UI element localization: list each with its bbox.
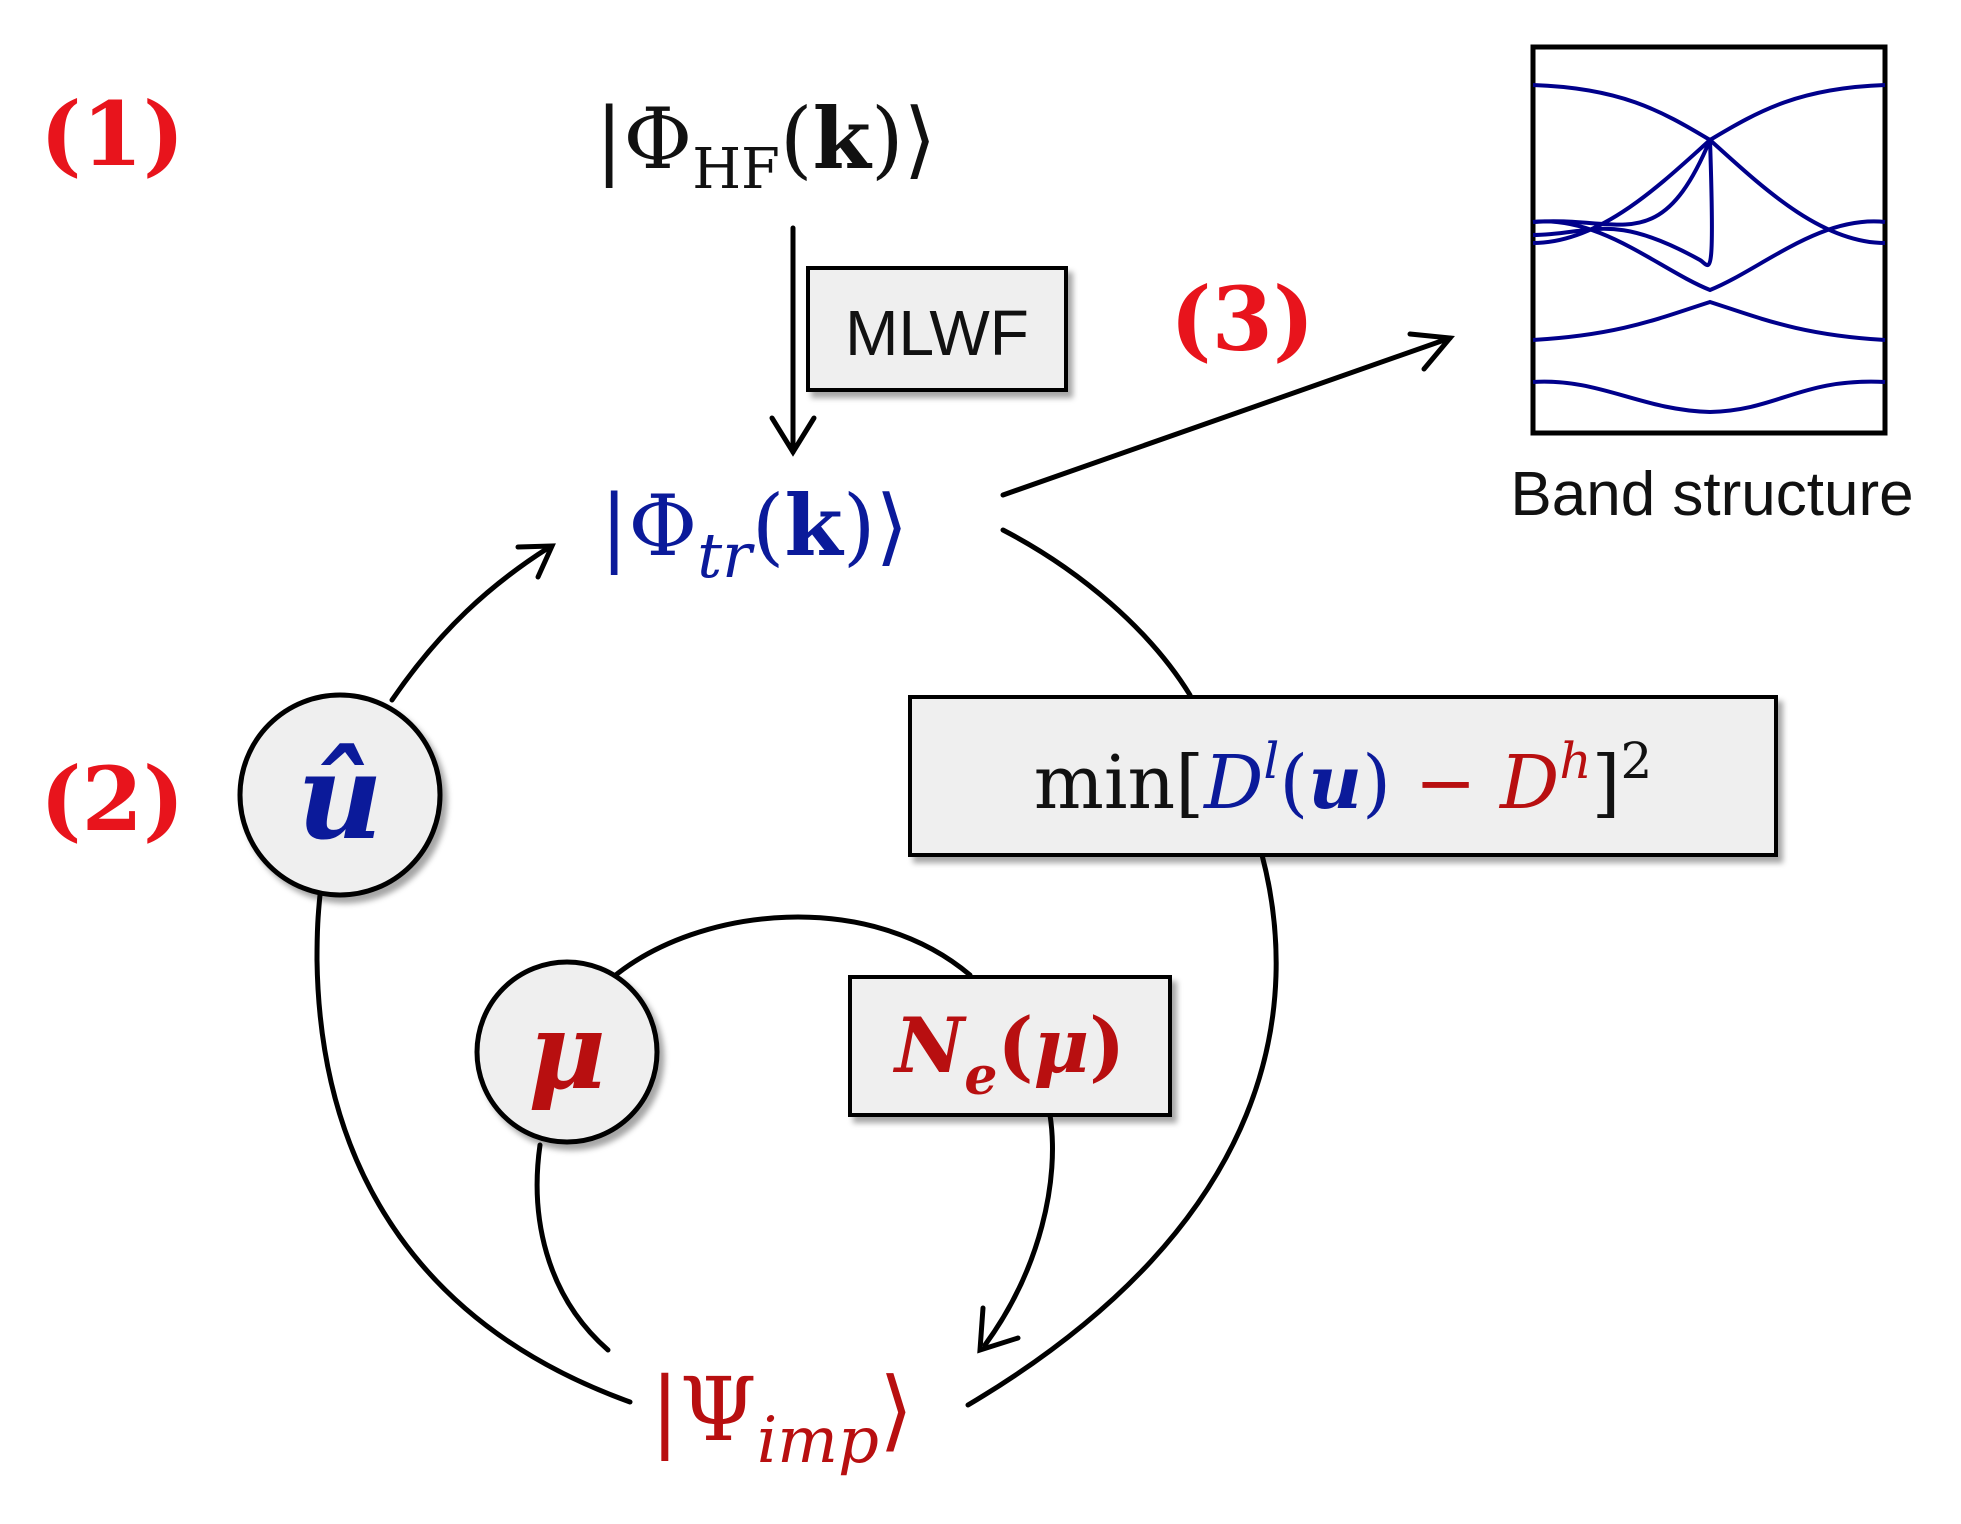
u-hat-node: û — [237, 692, 443, 898]
step-label-3: (3) — [1170, 267, 1315, 371]
band-line — [1532, 219, 1886, 293]
u-hat-symbol: û — [297, 727, 383, 866]
mlwf-label: MLWF — [845, 297, 1029, 369]
imp-state: |Ψimp⟩ — [650, 1358, 913, 1478]
electron-number: Ne(μ) — [893, 1001, 1125, 1107]
band-line — [1532, 139, 1714, 268]
mlwf-box: MLWF — [806, 266, 1068, 392]
band-line — [1532, 299, 1886, 342]
inner-cycle — [534, 914, 1055, 1354]
outer-cycle — [314, 527, 1279, 1408]
band-line — [1532, 379, 1886, 415]
hf-state: |ΦHF(k)⟩ — [595, 89, 936, 202]
mu-symbol: μ — [528, 988, 606, 1113]
band-plot-frame — [1530, 44, 1888, 436]
mu-node: μ — [474, 959, 660, 1145]
cost-function: min[Dl(u) − Dh]2 — [1034, 732, 1653, 826]
step-label-2: (2) — [40, 747, 185, 851]
band-structure-caption: Band structure — [1510, 460, 1913, 529]
band-arrow — [1000, 331, 1455, 498]
band-line — [1532, 137, 1886, 245]
step-label-1: (1) — [40, 82, 185, 186]
tr-state: |Φtr(k)⟩ — [600, 476, 908, 592]
electron-number-box: Ne(μ) — [848, 975, 1172, 1117]
mlwf-arrow — [769, 225, 817, 457]
cost-function-box: min[Dl(u) − Dh]2 — [908, 695, 1778, 857]
band-structure-plot — [1530, 44, 1888, 436]
